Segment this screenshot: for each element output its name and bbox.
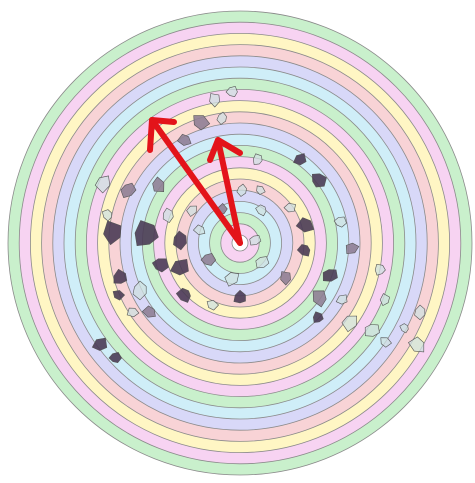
- fragment-shape: [175, 287, 191, 303]
- fragment-shape: [283, 202, 296, 213]
- fragment-shape: [255, 204, 267, 217]
- fragment-shape: [312, 290, 327, 308]
- fragment-shape: [112, 290, 126, 301]
- fragment-shape: [209, 93, 220, 108]
- fragment-shape: [151, 258, 169, 273]
- fragment-shape: [380, 337, 392, 348]
- fragment-shape: [186, 205, 197, 217]
- fragment-shape: [176, 133, 192, 146]
- fragment-shape: [322, 269, 338, 282]
- fragment-shape: [255, 256, 270, 269]
- fragment-shape: [173, 230, 187, 251]
- fragment-shape: [333, 216, 347, 228]
- fragment-shape: [103, 220, 122, 246]
- fragment-shape: [206, 300, 220, 311]
- fragment-shape: [134, 220, 159, 247]
- fragment-shape: [113, 268, 128, 284]
- fragment-shape: [379, 293, 390, 307]
- ring-group: [7, 10, 473, 476]
- fragment-shape: [252, 153, 263, 165]
- fragment-shape: [91, 337, 108, 351]
- fragment-shape: [141, 305, 156, 318]
- fragment-shape: [236, 183, 247, 197]
- fragment-shape: [192, 224, 206, 235]
- fragment-shape: [280, 271, 291, 286]
- fragment-shape: [256, 185, 266, 195]
- fragment-shape: [193, 115, 211, 131]
- fragment-shape: [126, 307, 140, 318]
- long-arrow-icon: [149, 117, 243, 246]
- fragment-shape: [233, 289, 246, 304]
- fragment-shape: [374, 263, 386, 276]
- fragment-shape: [311, 173, 327, 188]
- short-arrow-icon: [215, 137, 243, 246]
- fragment-shape: [152, 176, 165, 193]
- fragment-shape: [345, 242, 360, 255]
- short-arrow-head-icon: [207, 137, 243, 163]
- fragment-shape: [216, 111, 227, 125]
- fragment-shape: [341, 315, 358, 333]
- fragment-shape: [200, 252, 217, 266]
- fragment-shape: [335, 294, 348, 305]
- fragment-shape: [249, 235, 262, 246]
- arrow-group: [147, 117, 243, 246]
- fragment-shape: [132, 280, 147, 301]
- fragment-shape: [293, 153, 307, 166]
- fragment-shape: [399, 323, 409, 334]
- fragment-shape: [120, 182, 137, 198]
- fragment-shape: [94, 175, 111, 194]
- fragment-shape: [295, 217, 315, 233]
- fragment-shape: [169, 258, 189, 276]
- fragment-shape: [296, 244, 311, 257]
- fragment-shape: [414, 304, 426, 321]
- fragment-shape: [224, 272, 240, 287]
- long-arrow-head-icon: [147, 117, 177, 153]
- fragment-shape: [225, 85, 238, 98]
- fragment-group: [91, 85, 426, 364]
- fragment-shape: [108, 351, 122, 364]
- fragment-shape: [101, 209, 112, 222]
- fragment-shape: [364, 324, 380, 337]
- fragment-shape: [312, 311, 324, 323]
- fragment-shape: [407, 336, 425, 353]
- fragment-shape: [162, 207, 174, 223]
